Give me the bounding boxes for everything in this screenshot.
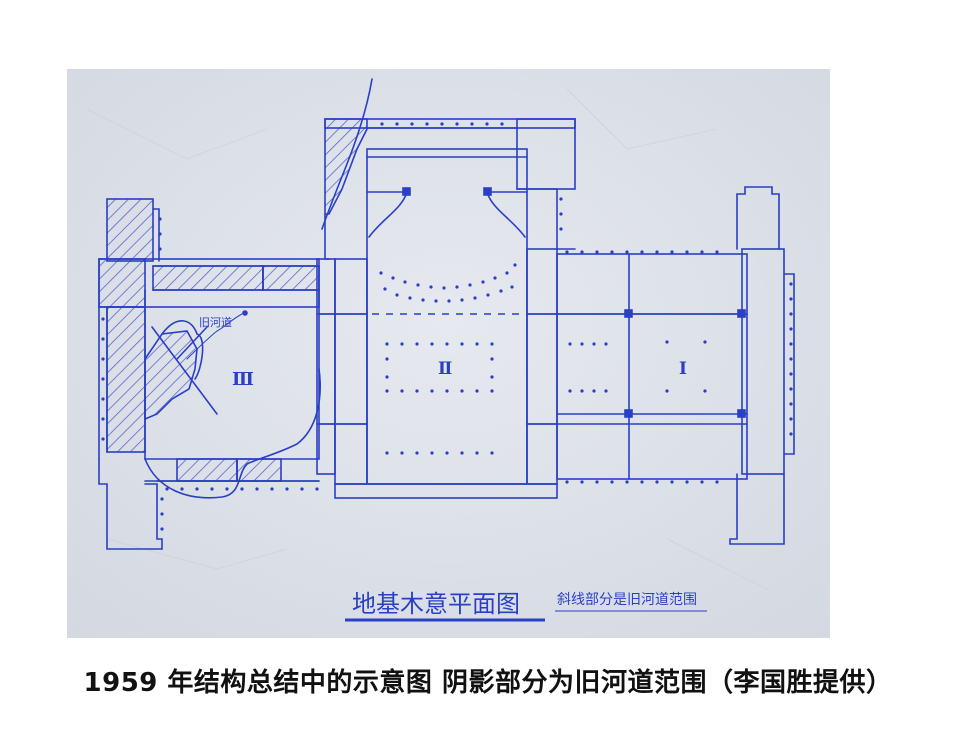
- blueprint-photo: 旧河道 Ⅲ Ⅱ Ⅰ 地基木意平面图 斜线部分是旧河道范围: [67, 69, 830, 638]
- drawing-note: 斜线部分是旧河道范围: [557, 591, 697, 608]
- figure-caption: 1959 年结构总结中的示意图 阴影部分为旧河道范围（李国胜提供）: [83, 668, 893, 698]
- section-label-ii: Ⅱ: [438, 359, 452, 379]
- foundation-plan-drawing: 旧河道 Ⅲ Ⅱ Ⅰ 地基木意平面图 斜线部分是旧河道范围: [67, 69, 830, 638]
- drawing-title: 地基木意平面图: [352, 590, 520, 618]
- old-river-annotation: 旧河道: [199, 315, 232, 329]
- section-label-i: Ⅰ: [679, 359, 687, 379]
- section-label-iii: Ⅲ: [232, 369, 254, 390]
- dots-top: [380, 122, 504, 126]
